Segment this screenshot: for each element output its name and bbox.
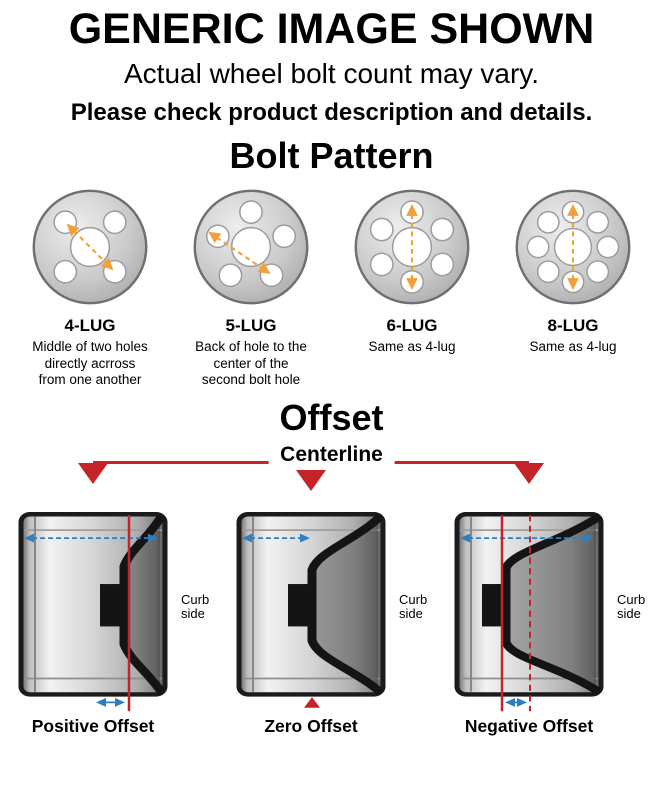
centerline-indicator: Centerline [0,441,663,501]
offset-labels-row: Positive Offset Zero Offset Negative Off… [0,716,663,737]
bolt-pattern-4-lug: 4-LUG Middle of two holes directly acrro… [14,183,166,388]
negative-offset-label: Negative Offset [464,715,594,736]
pattern-description: Back of hole to the center of the second… [195,339,307,388]
6-lug-diagram-icon [349,183,475,311]
4-lug-diagram-icon [27,183,153,311]
centerline-arrow-icon [514,462,544,484]
zero-offset-label: Zero Offset [264,715,358,736]
pattern-description: Same as 4-lug [368,339,456,355]
offset-section: Offset Centerline Curb side Curb side Cu… [0,397,663,737]
offset-heading: Offset [279,396,384,438]
page-title: GENERIC IMAGE SHOWN [68,5,595,53]
centerline-label: Centerline [268,442,395,467]
pattern-description: Middle of two holes directly acrross fro… [32,339,148,388]
curb-side-label: Curb side [181,591,210,621]
subtitle-text: Actual wheel bolt count may vary. [123,58,539,90]
positive-offset-label: Positive Offset [31,715,155,736]
centerline-arrow-icon [78,462,108,484]
zero-offset-diagram [226,501,396,713]
curb-side-label: Curb side [617,591,646,621]
bolt-pattern-5-lug: 5-LUG Back of hole to the center of the … [175,183,327,388]
centerline-arrow-icon [296,469,326,491]
note-text: Please check product description and det… [70,99,593,127]
bolt-pattern-row: 4-LUG Middle of two holes directly acrro… [0,177,663,388]
5-lug-diagram-icon [188,183,314,311]
offset-diagrams-row: Curb side Curb side Curb side [0,501,663,713]
bolt-pattern-heading: Bolt Pattern [229,135,434,177]
curb-side-label: Curb side [399,591,428,621]
8-lug-diagram-icon [510,183,636,311]
bolt-pattern-6-lug: 6-LUG Same as 4-lug [336,183,488,388]
pattern-label: 6-LUG [386,316,438,336]
negative-offset-diagram [444,501,614,713]
pattern-label: 5-LUG [225,316,277,336]
pattern-label: 4-LUG [64,316,116,336]
pattern-label: 8-LUG [547,316,599,336]
positive-offset-diagram [8,501,178,713]
pattern-description: Same as 4-lug [529,339,617,355]
bolt-pattern-8-lug: 8-LUG Same as 4-lug [497,183,649,388]
